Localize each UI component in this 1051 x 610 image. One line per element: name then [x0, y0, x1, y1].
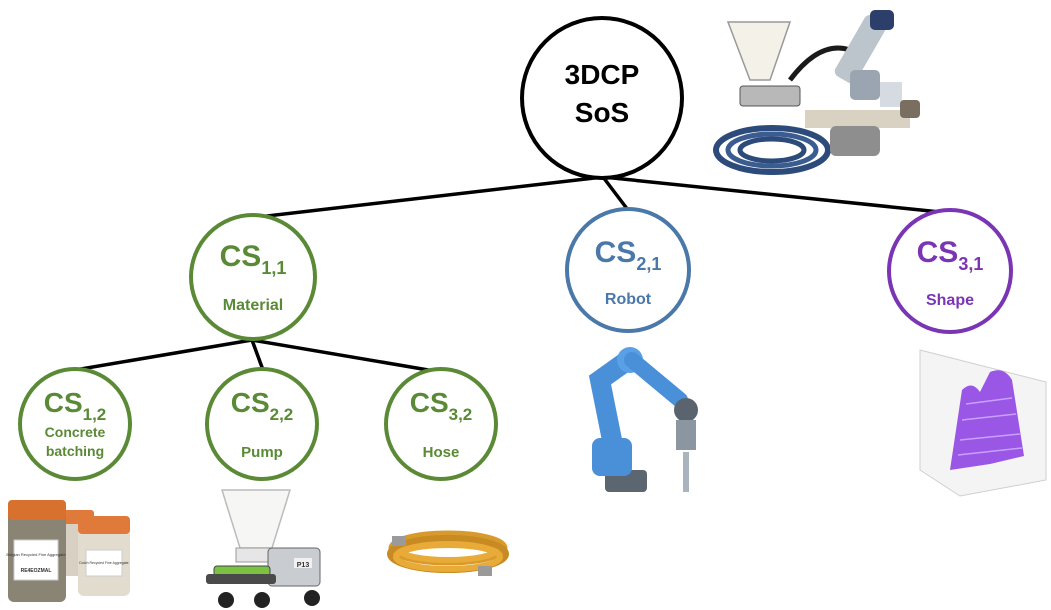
- shape-plot-image: [919, 349, 1047, 497]
- node-cs21-base: CS: [595, 236, 637, 269]
- jar-label-dutch: Dutch Recycled Fine Aggregate: [79, 561, 128, 565]
- node-cs12-label-line2: batching: [46, 443, 104, 459]
- edge-root-cs21: [601, 175, 630, 212]
- node-cs11-label: Material: [223, 297, 283, 314]
- root-circle: [520, 16, 684, 180]
- node-cs12-title: CS1,2: [44, 387, 107, 424]
- node-cs12-label-line1: Concrete: [45, 424, 106, 440]
- node-cs22-base: CS: [231, 387, 270, 418]
- node-cs12-base: CS: [44, 387, 83, 418]
- hose-image: [387, 530, 509, 576]
- node-cs21-circle: [565, 207, 691, 333]
- jar-label-belgian: Belgian Recycled Fine Aggregate: [6, 552, 66, 557]
- node-cs22-sub: 2,2: [270, 405, 294, 424]
- node-cs12-circle: [18, 367, 132, 481]
- node-cs22-label: Pump: [241, 444, 283, 461]
- printing-system-image: [713, 10, 920, 175]
- pump-image: P13: [206, 489, 321, 608]
- node-cs21-label: Robot: [605, 291, 652, 308]
- node-cs32-title: CS3,2: [410, 387, 473, 424]
- node-cs31-sub: 3,1: [958, 254, 983, 274]
- edge-cs11-cs32: [251, 338, 441, 374]
- node-cs22: CS2,2 Pump: [205, 367, 319, 481]
- tree-connectors: [74, 175, 941, 374]
- jar-brand: RE4EOZMAL: [21, 568, 52, 574]
- node-cs22-circle: [205, 367, 319, 481]
- concrete-jars-image: Belgian Recycled Fine Aggregate RE4EOZMA…: [6, 500, 130, 602]
- pump-badge: P13: [297, 562, 310, 569]
- edge-root-cs11: [249, 175, 604, 220]
- edge-cs11-cs22: [250, 339, 265, 371]
- node-cs32-label: Hose: [423, 444, 460, 461]
- node-cs21-sub: 2,1: [636, 254, 661, 274]
- robot-arm-image: [588, 347, 698, 492]
- node-cs22-title: CS2,2: [231, 387, 294, 424]
- node-cs32-base: CS: [410, 387, 449, 418]
- node-cs11-circle: [189, 213, 317, 341]
- node-cs31: CS3,1 Shape: [887, 208, 1013, 334]
- node-cs31-label: Shape: [926, 292, 974, 309]
- node-cs32: CS3,2 Hose: [384, 367, 498, 481]
- node-cs11-title: CS1,1: [220, 240, 287, 278]
- node-cs11-sub: 1,1: [261, 258, 286, 278]
- node-cs21-title: CS2,1: [595, 236, 662, 274]
- node-cs11-base: CS: [220, 240, 262, 273]
- edge-cs11-cs12: [74, 338, 253, 372]
- node-cs12: CS1,2 Concrete batching: [18, 367, 132, 481]
- node-cs11: CS1,1 Material: [189, 213, 317, 341]
- edge-root-cs31: [602, 175, 941, 214]
- node-cs31-title: CS3,1: [917, 236, 984, 274]
- root-title-line2: SoS: [575, 97, 629, 128]
- root-title-line1: 3DCP: [565, 59, 640, 90]
- node-cs12-sub: 1,2: [83, 405, 107, 424]
- root-node: 3DCP SoS: [520, 16, 684, 180]
- node-cs31-base: CS: [917, 236, 959, 269]
- node-cs32-sub: 3,2: [449, 405, 473, 424]
- node-cs32-circle: [384, 367, 498, 481]
- node-cs21: CS2,1 Robot: [565, 207, 691, 333]
- node-cs31-circle: [887, 208, 1013, 334]
